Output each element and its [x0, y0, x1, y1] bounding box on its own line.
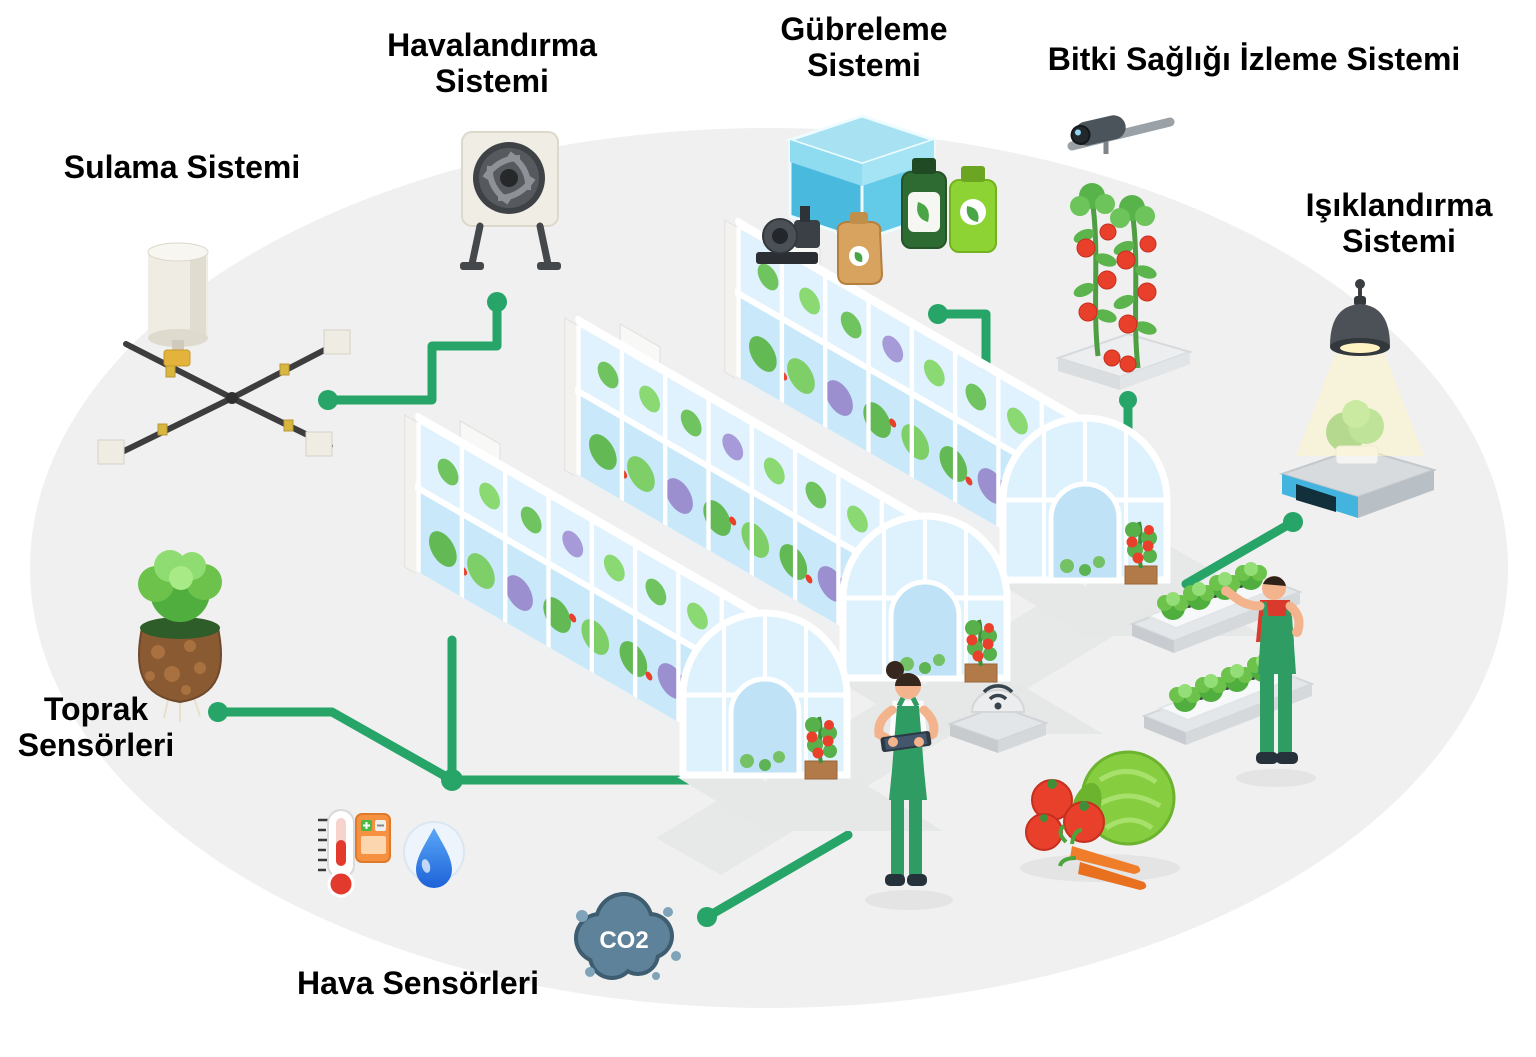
- label-isiklandirma-sistemi: Işıklandırma Sistemi: [1305, 187, 1493, 259]
- worker-man: [1221, 576, 1316, 787]
- wifi-sensor-icon: [947, 684, 1049, 753]
- connector-dots: [208, 292, 1303, 927]
- humidity-drop-icon: [403, 821, 465, 888]
- label-bitki-sagligi-izleme-sistemi: Bitki Sağlığı İzleme Sistemi: [1047, 41, 1461, 77]
- co2-label: CO2: [599, 927, 648, 954]
- co2-cloud-icon: CO2: [574, 892, 681, 980]
- worker-woman: [865, 661, 953, 910]
- monitoring-camera-icon: [1054, 115, 1194, 390]
- soil-probe-icon: [137, 550, 223, 722]
- label-sulama-sistemi: Sulama Sistemi: [63, 149, 301, 185]
- connector-air: [702, 830, 853, 922]
- grow-light-icon: [1278, 279, 1438, 518]
- connector-irrigation-fan: [323, 297, 502, 405]
- label-gubreleme-sistemi: Gübreleme Sistemi: [780, 11, 948, 83]
- vegetables-group: [1020, 750, 1180, 890]
- irrigation-sprinkler-icon: [97, 242, 351, 465]
- fertilizer-tank-icon: [756, 114, 997, 285]
- connector-soil: [213, 707, 763, 785]
- label-toprak-sensorleri: Toprak Sensörleri: [17, 691, 175, 763]
- label-havalandirma-sistemi: Havalandırma Sistemi: [387, 27, 597, 99]
- thermometer-icon: [318, 809, 391, 898]
- connector-lighting: [1181, 517, 1298, 589]
- air-sensor-icon: [318, 809, 465, 898]
- ventilation-fan-icon: [460, 131, 561, 270]
- label-hava-sensorleri: Hava Sensörleri: [297, 965, 539, 1001]
